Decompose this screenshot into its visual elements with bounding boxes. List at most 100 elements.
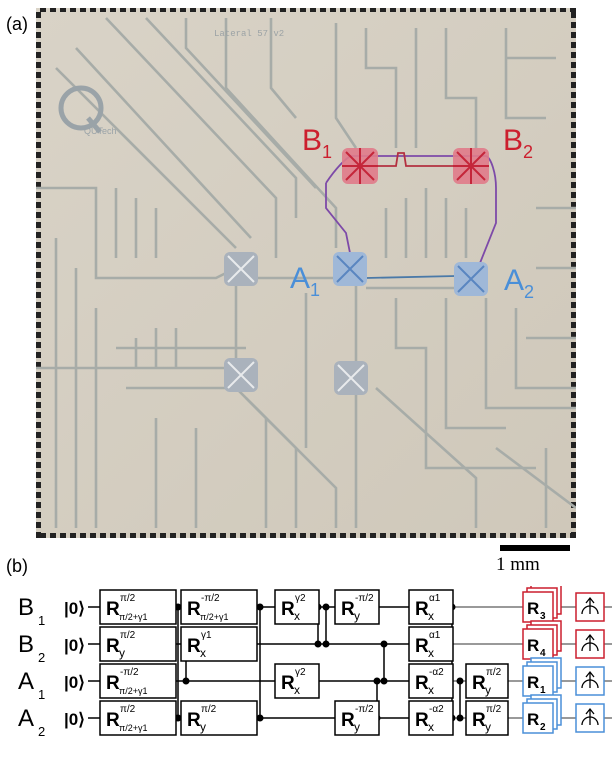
bond-pad bbox=[36, 22, 41, 28]
bond-pad bbox=[36, 112, 41, 118]
bond-pad bbox=[571, 452, 576, 458]
chip-label: Lateral 57 v2 bbox=[214, 29, 284, 39]
gate-label: R bbox=[341, 710, 355, 731]
gate-label: R bbox=[472, 673, 486, 694]
bond-pad bbox=[36, 342, 41, 348]
init-state: |0⟩ bbox=[64, 710, 85, 729]
bond-pad bbox=[540, 8, 546, 12]
resonator-blue bbox=[365, 275, 457, 279]
bond-pad bbox=[571, 432, 576, 438]
qutech-logo: QUTech bbox=[58, 85, 117, 136]
bond-pad bbox=[571, 182, 576, 188]
bond-pad bbox=[100, 533, 106, 538]
bond-pad bbox=[440, 533, 446, 538]
cz-dot bbox=[322, 603, 330, 611]
resonator-purple-2 bbox=[325, 183, 352, 259]
bond-pad bbox=[450, 8, 456, 12]
gate-axis: π/2+γ1 bbox=[119, 723, 147, 733]
qubit-unused-3 bbox=[334, 361, 368, 395]
gate-axis: x bbox=[200, 646, 206, 660]
bond-pad bbox=[360, 8, 366, 12]
scale-bar-label: 1 mm bbox=[496, 554, 540, 575]
gate-label: R bbox=[415, 599, 429, 620]
bond-pad bbox=[571, 342, 576, 348]
bond-pad bbox=[571, 282, 576, 288]
init-state: |0⟩ bbox=[64, 636, 85, 655]
bond-pad bbox=[36, 172, 41, 178]
random-gate-label: R bbox=[527, 599, 539, 618]
bond-pad bbox=[240, 533, 246, 538]
cz-dot bbox=[380, 677, 388, 685]
bond-pad bbox=[400, 533, 406, 538]
bond-pad bbox=[120, 8, 126, 12]
gate-axis: y bbox=[119, 646, 125, 660]
bond-pad bbox=[36, 402, 41, 408]
bond-pad bbox=[571, 242, 576, 248]
bond-pad bbox=[36, 382, 41, 388]
bond-pad bbox=[36, 232, 41, 238]
bond-pad bbox=[350, 533, 356, 538]
cz-dot bbox=[380, 640, 388, 648]
bond-pad bbox=[550, 8, 556, 12]
bond-pad bbox=[320, 533, 326, 538]
bond-pad bbox=[571, 412, 576, 418]
qubit-B2 bbox=[453, 148, 489, 184]
bond-pad bbox=[40, 533, 46, 538]
gate-angle: π/2 bbox=[486, 704, 502, 715]
random-gate-label: R bbox=[527, 636, 539, 655]
bond-pad bbox=[410, 533, 416, 538]
bond-pad bbox=[571, 52, 576, 58]
gate-axis: x bbox=[428, 609, 434, 623]
panel-a-label: (a) bbox=[6, 14, 28, 34]
bond-pad bbox=[36, 512, 41, 518]
bond-pad bbox=[571, 162, 576, 168]
bond-pad bbox=[36, 532, 41, 538]
bond-pad bbox=[36, 72, 41, 78]
bond-pad bbox=[210, 533, 216, 538]
bond-pad bbox=[240, 8, 246, 12]
gate-label: R bbox=[281, 673, 295, 694]
bond-pad bbox=[571, 122, 576, 128]
bond-pad bbox=[80, 8, 86, 12]
bond-pad bbox=[36, 482, 41, 488]
bond-pad bbox=[390, 8, 396, 12]
bond-pad bbox=[470, 533, 476, 538]
bond-pad bbox=[60, 8, 66, 12]
bond-pad bbox=[220, 533, 226, 538]
chip-micrograph: QUTech Lateral 57 v2 B1 B2 A1 A2 bbox=[36, 8, 576, 538]
bond-pad bbox=[571, 202, 576, 208]
gate-angle: γ1 bbox=[201, 630, 212, 641]
random-gate-sub: 1 bbox=[540, 685, 546, 696]
bond-pad bbox=[571, 372, 576, 378]
bond-pad bbox=[36, 272, 41, 278]
bond-pad bbox=[36, 472, 41, 478]
bond-pad bbox=[470, 8, 476, 12]
bond-pad bbox=[571, 392, 576, 398]
bond-pad bbox=[571, 352, 576, 358]
bond-pads bbox=[36, 8, 576, 538]
bond-pad bbox=[571, 262, 576, 268]
bond-pad bbox=[370, 8, 376, 12]
meter-arrow bbox=[585, 670, 595, 678]
bond-pad bbox=[380, 8, 386, 12]
init-state: |0⟩ bbox=[64, 673, 85, 692]
bond-pad bbox=[290, 8, 296, 12]
bond-pad bbox=[260, 8, 266, 12]
bond-pad bbox=[571, 402, 576, 408]
init-bg bbox=[62, 669, 88, 693]
bond-pad bbox=[571, 522, 576, 528]
bond-pad bbox=[330, 8, 336, 12]
bond-pad bbox=[36, 202, 41, 208]
bond-pad bbox=[250, 533, 256, 538]
bond-pad bbox=[70, 533, 76, 538]
bond-pad bbox=[90, 533, 96, 538]
gate-axis: y bbox=[485, 720, 491, 734]
bond-pad bbox=[36, 12, 41, 18]
bond-pad bbox=[36, 32, 41, 38]
bond-pad bbox=[36, 42, 41, 48]
gate-axis: x bbox=[428, 683, 434, 697]
init-state: |0⟩ bbox=[64, 599, 85, 618]
bond-pad bbox=[200, 8, 206, 12]
bond-pad bbox=[160, 8, 166, 12]
